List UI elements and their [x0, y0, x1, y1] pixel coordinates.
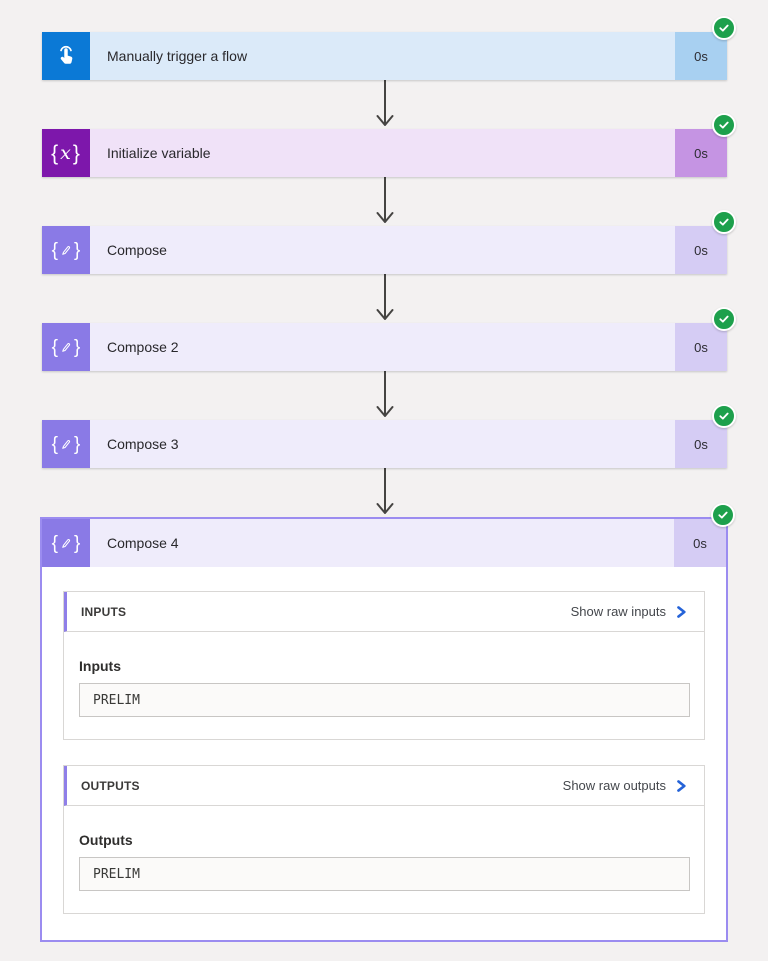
outputs-section-header: OUTPUTS Show raw outputs [64, 766, 704, 806]
node-title: Compose 3 [90, 420, 675, 468]
show-raw-outputs-link[interactable]: Show raw outputs [563, 778, 688, 793]
expanded-node-compose-4: Compose 4 0s INPUTS Show raw inputs Inpu… [40, 503, 735, 942]
node-title: Initialize variable [90, 129, 675, 177]
node-duration: 0s [675, 323, 727, 371]
compose-icon [42, 519, 90, 567]
connector-arrow-icon [42, 177, 727, 226]
show-raw-inputs-link[interactable]: Show raw inputs [571, 604, 688, 619]
connector-arrow-icon [42, 371, 727, 420]
inputs-field-value: PRELIM [79, 683, 690, 717]
flow-node-compose-2[interactable]: Compose 2 0s [42, 307, 736, 371]
compose-icon [42, 226, 90, 274]
chevron-right-icon [677, 605, 686, 618]
node-duration: 0s [675, 32, 727, 80]
variable-icon: x [42, 129, 90, 177]
inputs-section-body: Inputs PRELIM [64, 632, 704, 739]
node-title: Compose [90, 226, 675, 274]
node-duration: 0s [674, 519, 726, 567]
show-raw-inputs-label: Show raw inputs [570, 604, 666, 619]
node-title: Compose 4 [90, 519, 674, 567]
node-duration: 0s [675, 129, 727, 177]
inputs-section: INPUTS Show raw inputs Inputs PRELIM [63, 591, 705, 740]
outputs-field-value: PRELIM [79, 857, 690, 891]
node-title: Compose 2 [90, 323, 675, 371]
outputs-field-label: Outputs [79, 832, 133, 848]
connector-arrow-icon [42, 274, 727, 323]
success-check-icon [712, 404, 736, 428]
flow-node-manual-trigger[interactable]: Manually trigger a flow 0s [42, 16, 736, 80]
inputs-section-title: INPUTS [81, 604, 127, 619]
flow-node-compose-4-header[interactable]: Compose 4 0s [42, 503, 735, 567]
flow-node-compose[interactable]: Compose 0s [42, 210, 736, 274]
chevron-right-icon [677, 779, 686, 792]
outputs-section: OUTPUTS Show raw outputs Outputs PRELIM [63, 765, 705, 914]
success-check-icon [711, 503, 735, 527]
node-details: INPUTS Show raw inputs Inputs PRELIM OUT… [42, 567, 726, 914]
connector-arrow-icon [42, 468, 727, 517]
flow-node-initialize-variable[interactable]: x Initialize variable 0s [42, 113, 736, 177]
inputs-section-header: INPUTS Show raw inputs [64, 592, 704, 632]
outputs-section-body: Outputs PRELIM [64, 806, 704, 913]
connector-arrow-icon [42, 80, 727, 129]
outputs-section-title: OUTPUTS [81, 778, 140, 793]
compose-icon [42, 420, 90, 468]
success-check-icon [712, 113, 736, 137]
success-check-icon [712, 210, 736, 234]
node-title: Manually trigger a flow [90, 32, 675, 80]
manual-trigger-icon [42, 32, 90, 80]
node-duration: 0s [675, 420, 727, 468]
show-raw-outputs-label: Show raw outputs [562, 778, 666, 793]
compose-icon [42, 323, 90, 371]
node-duration: 0s [675, 226, 727, 274]
inputs-field-label: Inputs [79, 658, 121, 674]
flow-node-compose-3[interactable]: Compose 3 0s [42, 404, 736, 468]
success-check-icon [712, 16, 736, 40]
success-check-icon [712, 307, 736, 331]
